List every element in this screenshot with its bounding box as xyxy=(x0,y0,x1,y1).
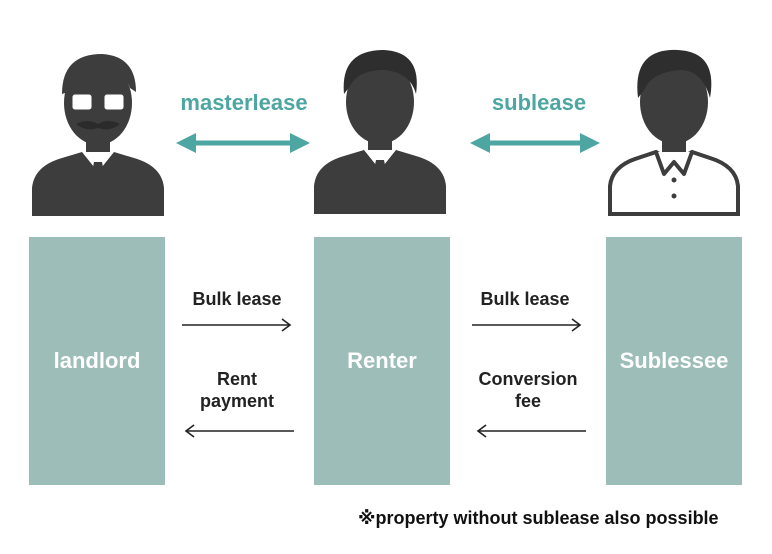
masterlease-label: masterlease xyxy=(180,90,308,115)
left-back-arrow-icon xyxy=(184,424,294,438)
right-forward-arrow-icon xyxy=(472,318,582,332)
right-back-label: Conversion fee xyxy=(458,368,598,412)
landlord-column: landlord xyxy=(29,237,165,485)
sublessee-avatar-icon xyxy=(608,49,740,216)
renter-avatar-icon xyxy=(314,50,446,214)
sublessee-column: Sublessee xyxy=(606,237,742,485)
footnote: ※property without sublease also possible xyxy=(358,508,719,528)
landlord-avatar-icon xyxy=(32,54,164,216)
left-back-label: Rent payment xyxy=(170,368,304,412)
left-back-label-line1: Rent xyxy=(217,369,257,389)
left-forward-arrow-icon xyxy=(182,318,292,332)
renter-label: Renter xyxy=(347,348,417,373)
sublessee-label: Sublessee xyxy=(619,348,729,373)
renter-column: Renter xyxy=(314,237,450,485)
right-back-arrow-icon xyxy=(476,424,586,438)
left-back-label-line2: payment xyxy=(199,391,275,411)
right-back-label-line1: Conversion xyxy=(478,369,578,389)
right-back-label-line2: fee xyxy=(514,391,541,411)
masterlease-double-arrow-icon xyxy=(176,133,310,153)
sublease-label: sublease xyxy=(491,90,587,115)
sublease-double-arrow-icon xyxy=(470,133,600,153)
landlord-label: landlord xyxy=(53,348,141,373)
right-forward-label: Bulk lease xyxy=(480,289,570,309)
left-forward-label: Bulk lease xyxy=(192,289,282,309)
